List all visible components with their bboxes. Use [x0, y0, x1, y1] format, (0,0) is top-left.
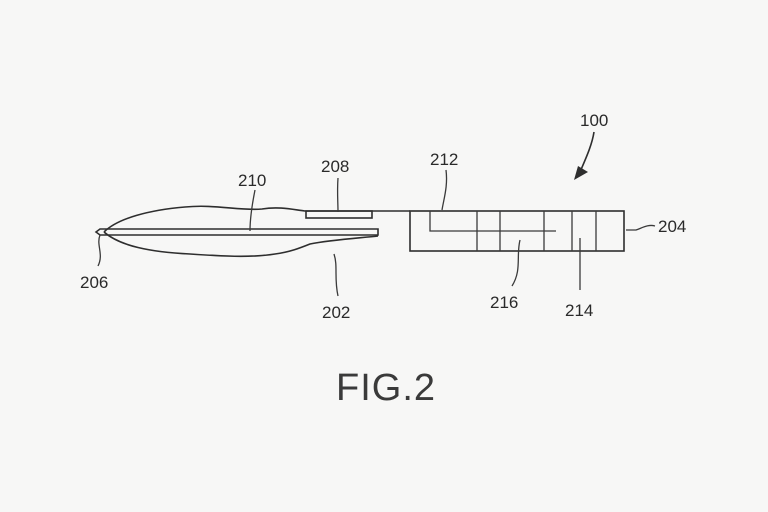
label-206: 206 — [80, 273, 108, 292]
figure-caption: FIG.2 — [336, 367, 436, 409]
label-214: 214 — [565, 301, 593, 320]
envelope-body — [103, 205, 410, 258]
label-212: 212 — [430, 150, 458, 169]
label-100: 100 — [580, 111, 608, 130]
leader-lines — [97, 169, 656, 297]
label-202: 202 — [322, 303, 350, 322]
probe-tip — [94, 228, 379, 236]
label-204: 204 — [658, 217, 686, 236]
device-arrow-icon — [574, 131, 595, 180]
label-216: 216 — [490, 293, 518, 312]
sensor-element — [305, 210, 373, 219]
housing — [409, 210, 625, 252]
label-208: 208 — [321, 157, 349, 176]
label-210: 210 — [238, 171, 266, 190]
